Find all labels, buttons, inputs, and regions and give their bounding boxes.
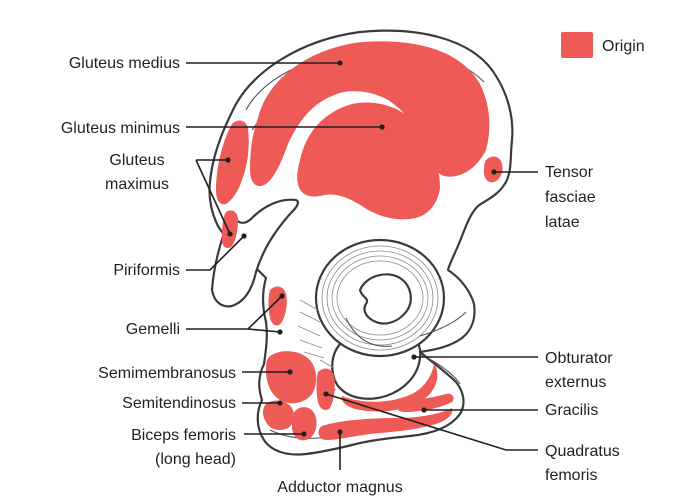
label-obturator-line2: externus	[545, 374, 606, 391]
label-semimembranosus: Semimembranosus	[98, 365, 236, 382]
label-biceps-femoris-line2: (long head)	[155, 451, 236, 468]
label-tensor-line1: Tensor	[545, 164, 594, 181]
label-semitendinosus: Semitendinosus	[122, 395, 236, 412]
label-gracilis: Gracilis	[545, 402, 598, 419]
label-gluteus-maximus-line2: maximus	[105, 176, 169, 193]
label-gemelli: Gemelli	[126, 321, 180, 338]
label-tensor-line3: latae	[545, 214, 580, 231]
label-quadratus-line2: femoris	[545, 467, 597, 484]
label-obturator-line1: Obturator	[545, 350, 613, 367]
label-gluteus-maximus-line1: Gluteus	[109, 152, 164, 169]
legend-swatch	[561, 32, 593, 58]
label-piriformis: Piriformis	[113, 262, 180, 279]
label-quadratus-line1: Quadratus	[545, 443, 620, 460]
label-adductor-magnus: Adductor magnus	[277, 479, 402, 496]
label-tensor-line2: fasciae	[545, 189, 596, 206]
label-biceps-femoris-line1: Biceps femoris	[131, 427, 236, 444]
label-gluteus-medius: Gluteus medius	[69, 55, 180, 72]
legend-label: Origin	[602, 38, 645, 55]
label-gluteus-minimus: Gluteus minimus	[61, 120, 180, 137]
legend: Origin	[561, 32, 645, 58]
acetabulum	[316, 240, 444, 356]
